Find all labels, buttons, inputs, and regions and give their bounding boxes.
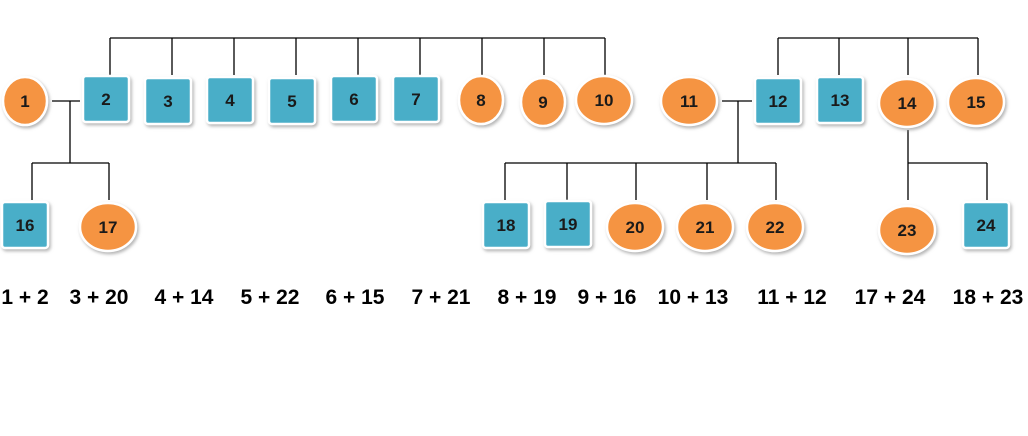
square-node-12: 12 <box>753 76 803 126</box>
circle-shape <box>877 77 937 129</box>
circle-node-20: 20 <box>605 201 665 253</box>
pair-item: 17 + 24 <box>854 286 926 309</box>
square-shape <box>81 74 131 124</box>
circle-shape <box>745 201 805 253</box>
node-label: 6 <box>349 90 358 109</box>
circle-shape <box>877 204 937 256</box>
pair-item: 3 + 20 <box>69 286 129 309</box>
node-label: 12 <box>769 92 788 111</box>
circle-shape <box>675 201 735 253</box>
circle-shape <box>659 75 719 127</box>
node-label: 15 <box>967 93 986 112</box>
node-label: 13 <box>831 91 850 110</box>
square-node-5: 5 <box>267 76 317 126</box>
circle-node-14: 14 <box>877 77 937 129</box>
square-node-18: 18 <box>481 200 531 250</box>
node-label: 4 <box>225 91 235 110</box>
node-label: 5 <box>287 92 296 111</box>
circle-node-15: 15 <box>946 76 1006 128</box>
square-shape <box>0 200 50 250</box>
square-node-4: 4 <box>205 75 255 125</box>
node-label: 7 <box>411 90 420 109</box>
circle-shape <box>519 76 567 128</box>
square-shape <box>205 75 255 125</box>
node-label: 16 <box>16 216 35 235</box>
pair-item: 10 + 13 <box>657 286 729 309</box>
square-node-16: 16 <box>0 200 50 250</box>
square-node-19: 19 <box>543 199 593 249</box>
circle-node-22: 22 <box>745 201 805 253</box>
pair-item: 11 + 12 <box>757 286 827 309</box>
node-label: 23 <box>898 221 917 240</box>
node-label: 10 <box>595 91 614 110</box>
circle-shape <box>1 75 49 127</box>
node-label: 11 <box>680 92 698 111</box>
pair-item: 1 + 2 <box>1 286 49 309</box>
square-shape <box>481 200 531 250</box>
circle-node-1: 1 <box>1 75 49 127</box>
square-shape <box>961 200 1011 250</box>
square-node-6: 6 <box>329 74 379 124</box>
circle-shape <box>946 76 1006 128</box>
square-shape <box>267 76 317 126</box>
square-shape <box>543 199 593 249</box>
square-shape <box>753 76 803 126</box>
connector-lines <box>31 37 988 200</box>
circle-node-23: 23 <box>877 204 937 256</box>
node-label: 14 <box>898 94 917 113</box>
circle-shape <box>457 74 505 126</box>
node-label: 18 <box>497 216 516 235</box>
node-label: 1 <box>20 92 29 111</box>
pair-item: 4 + 14 <box>154 286 214 309</box>
pair-item: 8 + 19 <box>497 286 557 309</box>
node-label: 17 <box>99 218 118 237</box>
pair-item: 6 + 15 <box>325 286 385 309</box>
pair-item: 5 + 22 <box>240 286 300 309</box>
square-shape <box>329 74 379 124</box>
node-label: 19 <box>559 215 578 234</box>
square-node-24: 24 <box>961 200 1011 250</box>
circle-node-21: 21 <box>675 201 735 253</box>
pair-item: 18 + 23 <box>952 286 1024 309</box>
pair-item: 9 + 16 <box>577 286 637 309</box>
node-label: 21 <box>696 218 715 237</box>
circle-shape <box>574 74 634 126</box>
square-node-13: 13 <box>815 75 865 125</box>
node-label: 8 <box>476 91 485 110</box>
circle-node-8: 8 <box>457 74 505 126</box>
circle-node-17: 17 <box>78 201 138 253</box>
circle-shape <box>78 201 138 253</box>
node-label: 22 <box>766 218 785 237</box>
square-node-7: 7 <box>391 74 441 124</box>
node-label: 24 <box>977 216 996 235</box>
node-label: 2 <box>101 90 110 109</box>
node-label: 9 <box>538 93 547 112</box>
square-node-3: 3 <box>143 76 193 126</box>
square-shape <box>815 75 865 125</box>
circle-node-9: 9 <box>519 76 567 128</box>
circle-shape <box>605 201 665 253</box>
square-node-2: 2 <box>81 74 131 124</box>
square-shape <box>391 74 441 124</box>
circle-node-10: 10 <box>574 74 634 126</box>
node-label: 3 <box>163 92 172 111</box>
circle-node-11: 11 <box>659 75 719 127</box>
pair-item: 7 + 21 <box>411 286 471 309</box>
square-shape <box>143 76 193 126</box>
node-label: 20 <box>626 218 645 237</box>
